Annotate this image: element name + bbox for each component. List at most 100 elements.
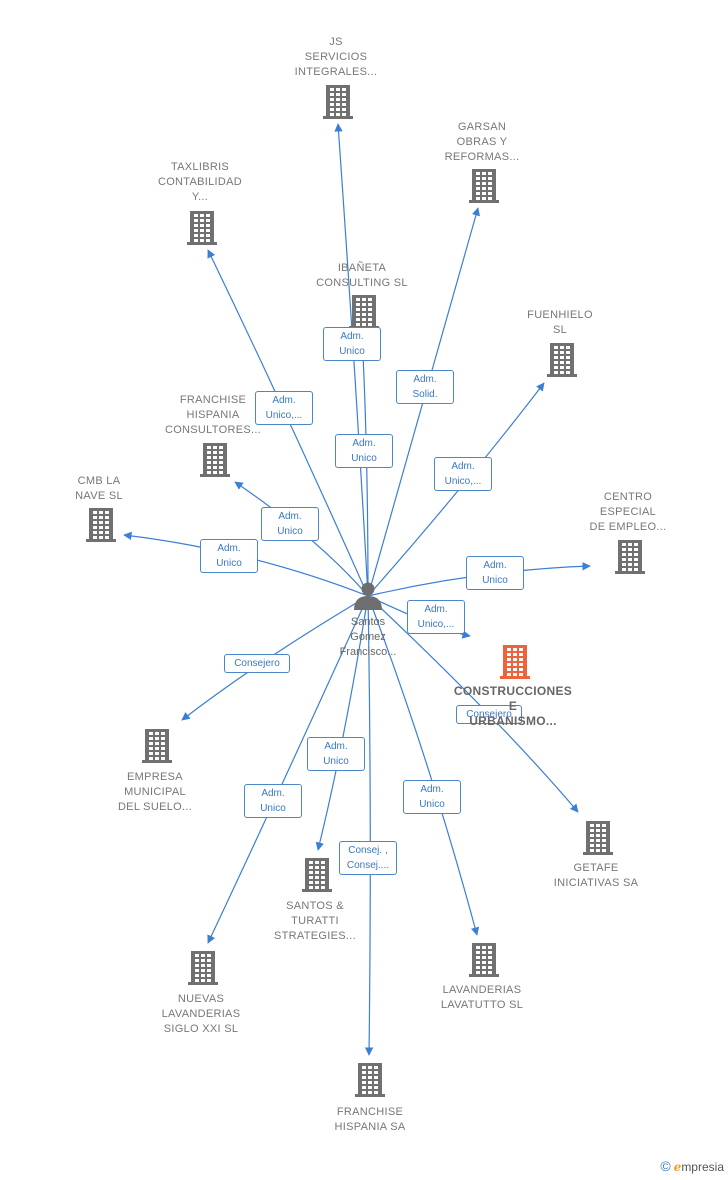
company-name-line: URBANISMO... <box>469 714 557 728</box>
building-icon-cmb[interactable] <box>86 508 116 542</box>
role-label-line: Adm. <box>324 740 348 752</box>
company-name-line: JS <box>329 36 343 48</box>
role-label-line: Adm. <box>483 559 507 571</box>
building-icon-getafe[interactable] <box>583 821 613 855</box>
building-icon-centro[interactable] <box>615 540 645 574</box>
role-label-nuevas[interactable]: Adm.Unico <box>244 783 302 818</box>
role-label-lavanderias[interactable]: Adm. Unico <box>403 779 461 814</box>
role-label-santos_turatti[interactable]: Adm. Unico <box>307 736 365 771</box>
company-name-line: LAVANDERIAS <box>442 984 522 996</box>
role-label-line: Unico <box>260 802 286 814</box>
role-label-line: Unico <box>482 574 508 586</box>
role-label-line: Unico,... <box>444 475 482 487</box>
edge-franchise_sa <box>364 595 374 1056</box>
company-name-line: CONSULTING SL <box>316 277 408 289</box>
role-label-garsan[interactable]: Adm.Solid. <box>396 369 454 404</box>
company-name-cmb[interactable]: CMB LA NAVE SL <box>34 474 164 504</box>
role-label-line: Adm. <box>420 783 444 795</box>
role-label-ibaneta[interactable]: Adm.Unico <box>335 433 393 468</box>
company-name-line: TAXLIBRIS <box>170 161 230 173</box>
role-label-line: Solid. <box>412 388 438 400</box>
company-name-line: DE EMPLEO... <box>589 521 667 533</box>
building-icon-franchise_sa[interactable] <box>355 1063 385 1097</box>
role-label-line: Adm. <box>451 460 475 472</box>
company-name-line: Y... <box>191 191 209 203</box>
person-name-line: Francisco... <box>339 646 397 658</box>
role-label-line: Unico <box>419 798 445 810</box>
role-label-line: Unico <box>323 755 349 767</box>
company-name-line: INICIATIVAS SA <box>553 877 639 889</box>
building-icon-js[interactable] <box>323 85 353 119</box>
role-label-fuenhielo[interactable]: Adm. Unico,... <box>434 456 492 491</box>
company-name-line: IBAÑETA <box>337 262 387 274</box>
role-label-js[interactable]: Adm.Unico <box>323 326 381 361</box>
edge-santos_turatti <box>315 595 369 851</box>
person-name-line: Santos <box>350 616 386 628</box>
building-icon-empresa_municipal[interactable] <box>142 729 172 763</box>
company-name-line: SL <box>552 324 568 336</box>
company-name-line: HISPANIA <box>186 409 240 421</box>
edge-js <box>334 123 369 597</box>
role-label-construcciones[interactable]: Adm.Unico,... <box>407 599 465 634</box>
company-name-line: NAVE SL <box>75 490 123 502</box>
company-name-line: GARSAN <box>457 121 507 133</box>
building-icon-santos_turatti[interactable] <box>302 858 332 892</box>
role-label-getafe[interactable]: Consejero <box>456 704 522 724</box>
role-label-line: Unico,... <box>265 409 303 421</box>
company-name-line: FRANCHISE <box>179 394 247 406</box>
company-name-ibaneta[interactable]: IBAÑETA CONSULTING SL <box>297 261 427 291</box>
building-icon-lavanderias[interactable] <box>469 943 499 977</box>
role-label-franchise_consultores[interactable]: Adm. Unico <box>261 506 319 541</box>
company-name-line: STRATEGIES... <box>274 930 356 942</box>
role-label-line: Unico <box>216 557 242 569</box>
building-icon-fuenhielo[interactable] <box>547 343 577 377</box>
company-name-line: FUENHIELO <box>527 309 593 321</box>
company-name-line: HISPANIA SA <box>334 1121 406 1133</box>
company-name-garsan[interactable]: GARSAN OBRAS Y REFORMAS... <box>417 120 547 165</box>
role-label-empresa_municipal[interactable]: Consejero <box>224 653 290 673</box>
building-icon-garsan[interactable] <box>469 169 499 203</box>
company-name-line: E <box>508 699 518 713</box>
building-icon-nuevas[interactable] <box>188 951 218 985</box>
role-label-line: Unico,... <box>417 618 455 630</box>
role-label-taxlibris[interactable]: Adm.Unico,... <box>255 390 313 425</box>
company-name-line: DEL SUELO... <box>117 801 193 813</box>
role-label-cmb[interactable]: Adm.Unico <box>200 538 258 573</box>
building-icon-franchise_consultores[interactable] <box>200 443 230 477</box>
building-icon-taxlibris[interactable] <box>187 211 217 245</box>
company-name-line: SANTOS & <box>286 900 344 912</box>
role-label-franchise_sa[interactable]: Consej. , Consej.... <box>339 840 397 875</box>
company-name-line: OBRAS Y <box>456 136 508 148</box>
company-name-line: LAVANDERIAS <box>161 1008 241 1020</box>
company-name-line: CENTRO <box>603 491 653 503</box>
company-name-line: CMB LA <box>77 475 121 487</box>
building-icon-construcciones[interactable] <box>500 645 530 679</box>
person-icon[interactable] <box>354 582 382 611</box>
role-label-line: Consejero <box>466 708 512 720</box>
company-name-line: REFORMAS... <box>444 151 520 163</box>
building-icon-ibaneta[interactable] <box>349 295 379 329</box>
company-name-fuenhielo[interactable]: FUENHIELO SL <box>495 308 625 338</box>
company-name-line: SERVICIOS <box>304 51 368 63</box>
role-label-line: Adm. <box>278 510 302 522</box>
role-label-line: Unico <box>351 452 377 464</box>
brand-name: mpresia <box>681 1160 724 1174</box>
role-label-line: Unico <box>277 525 303 537</box>
role-label-line: Consej.... <box>346 859 390 871</box>
role-label-line: Consej. , <box>348 844 388 856</box>
role-label-centro[interactable]: Adm. Unico <box>466 555 524 590</box>
copyright-icon: © <box>660 1158 671 1174</box>
